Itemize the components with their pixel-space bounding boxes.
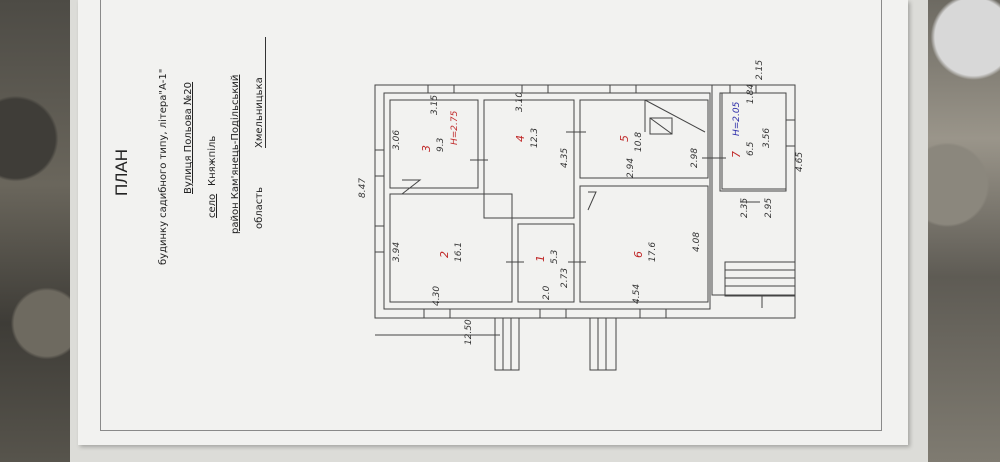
dim-r1-side: 2.73 bbox=[560, 267, 570, 288]
room-1-outline bbox=[517, 223, 575, 303]
dim-r2-side: 3.94 bbox=[392, 241, 402, 262]
dim-r7-extra: 2.35 bbox=[740, 197, 750, 218]
dim-r5-bottom: 2.94 bbox=[626, 157, 636, 178]
room-2-area: 16.1 bbox=[454, 241, 464, 262]
document-page bbox=[78, 0, 908, 445]
room-4-number: 4 bbox=[514, 135, 527, 142]
dim-r2-bottom: 4.30 bbox=[432, 285, 442, 306]
room-7-height-note: Н=2.05 bbox=[732, 101, 742, 136]
annex-wall bbox=[711, 84, 796, 296]
room-5-outline bbox=[579, 99, 709, 179]
room-3-number: 3 bbox=[420, 145, 433, 152]
room-5-area: 10.8 bbox=[634, 131, 644, 152]
room-4-area: 12.3 bbox=[530, 127, 540, 148]
page-frame bbox=[100, 0, 882, 431]
dim-r3-left: 3.06 bbox=[392, 129, 402, 150]
room-7-area: 6.5 bbox=[746, 141, 756, 156]
room-3-outline bbox=[389, 99, 479, 189]
steps-right bbox=[724, 261, 796, 297]
room-6-number: 6 bbox=[632, 251, 645, 258]
room-5-number: 5 bbox=[618, 135, 631, 142]
room-4-outline bbox=[483, 99, 575, 219]
dim-r4-top: 3.10 bbox=[515, 91, 525, 112]
inner-wall-line bbox=[383, 92, 711, 310]
room-6-area: 17.6 bbox=[648, 241, 658, 262]
dim-r7-side: 3.56 bbox=[762, 127, 772, 148]
dim-r1-bottom: 2.0 bbox=[542, 285, 552, 300]
dim-r7-top: 1.84 bbox=[746, 83, 756, 104]
dim-left-width: 8.47 bbox=[358, 177, 368, 198]
room-1-area: 5.3 bbox=[550, 249, 560, 264]
room-1-number: 1 bbox=[534, 255, 547, 262]
background-left bbox=[0, 0, 78, 462]
dim-total-length: 12.50 bbox=[464, 319, 474, 345]
dim-r5-side: 2.98 bbox=[690, 147, 700, 168]
porch-right bbox=[589, 317, 617, 371]
room-3-area: 9.3 bbox=[436, 137, 446, 152]
room-3-height-note: Н=2.75 bbox=[450, 110, 460, 145]
dim-r7-bottom: 2.95 bbox=[764, 197, 774, 218]
dim-r6-side: 4.08 bbox=[692, 231, 702, 252]
room-2-outline bbox=[389, 193, 513, 303]
dim-top-right: 2.15 bbox=[755, 59, 765, 80]
dim-r3-top: 3.15 bbox=[430, 94, 440, 115]
room-7-number: 7 bbox=[730, 151, 743, 158]
porch-left bbox=[494, 317, 520, 371]
dim-right-side: 4.65 bbox=[795, 151, 805, 172]
dim-r4-side: 4.35 bbox=[560, 147, 570, 168]
room-2-number: 2 bbox=[438, 251, 451, 258]
room-6-outline bbox=[579, 185, 709, 303]
dim-r6-bottom: 4.54 bbox=[632, 283, 642, 304]
